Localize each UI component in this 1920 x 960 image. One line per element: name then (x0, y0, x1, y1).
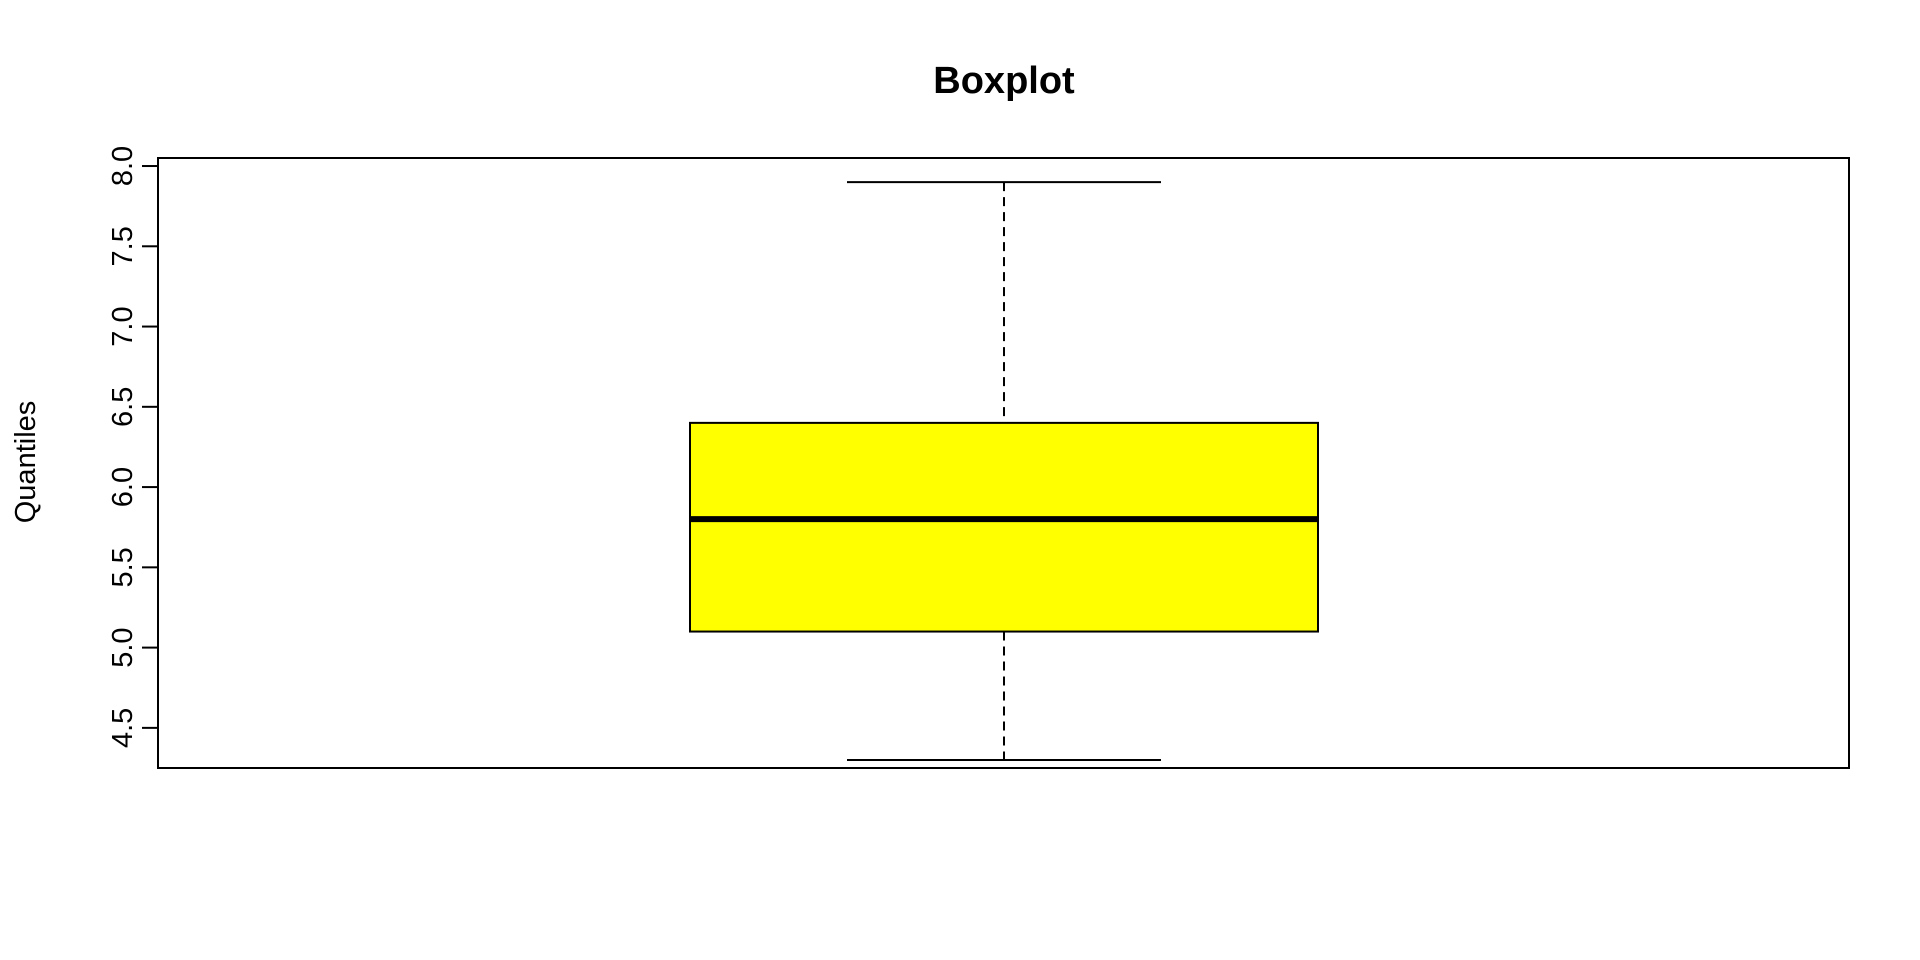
y-axis-label: Quantiles (10, 401, 42, 524)
box-group (689, 181, 1319, 761)
y-axis: 4.5 5.0 5.5 6.0 6.5 7.0 7.5 8.0 (107, 146, 159, 748)
y-tick-label: 7.0 (107, 306, 139, 346)
y-tick-label: 5.5 (107, 547, 139, 587)
y-tick-label: 6.0 (107, 467, 139, 507)
y-tick-label: 8.0 (107, 146, 139, 186)
chart-title: Boxplot (933, 60, 1075, 102)
y-tick-label: 7.5 (107, 226, 139, 266)
interquartile-box (689, 421, 1319, 633)
y-tick-label: 4.5 (107, 708, 139, 748)
y-tick-label: 6.5 (107, 387, 139, 427)
y-tick-label: 5.0 (107, 627, 139, 667)
